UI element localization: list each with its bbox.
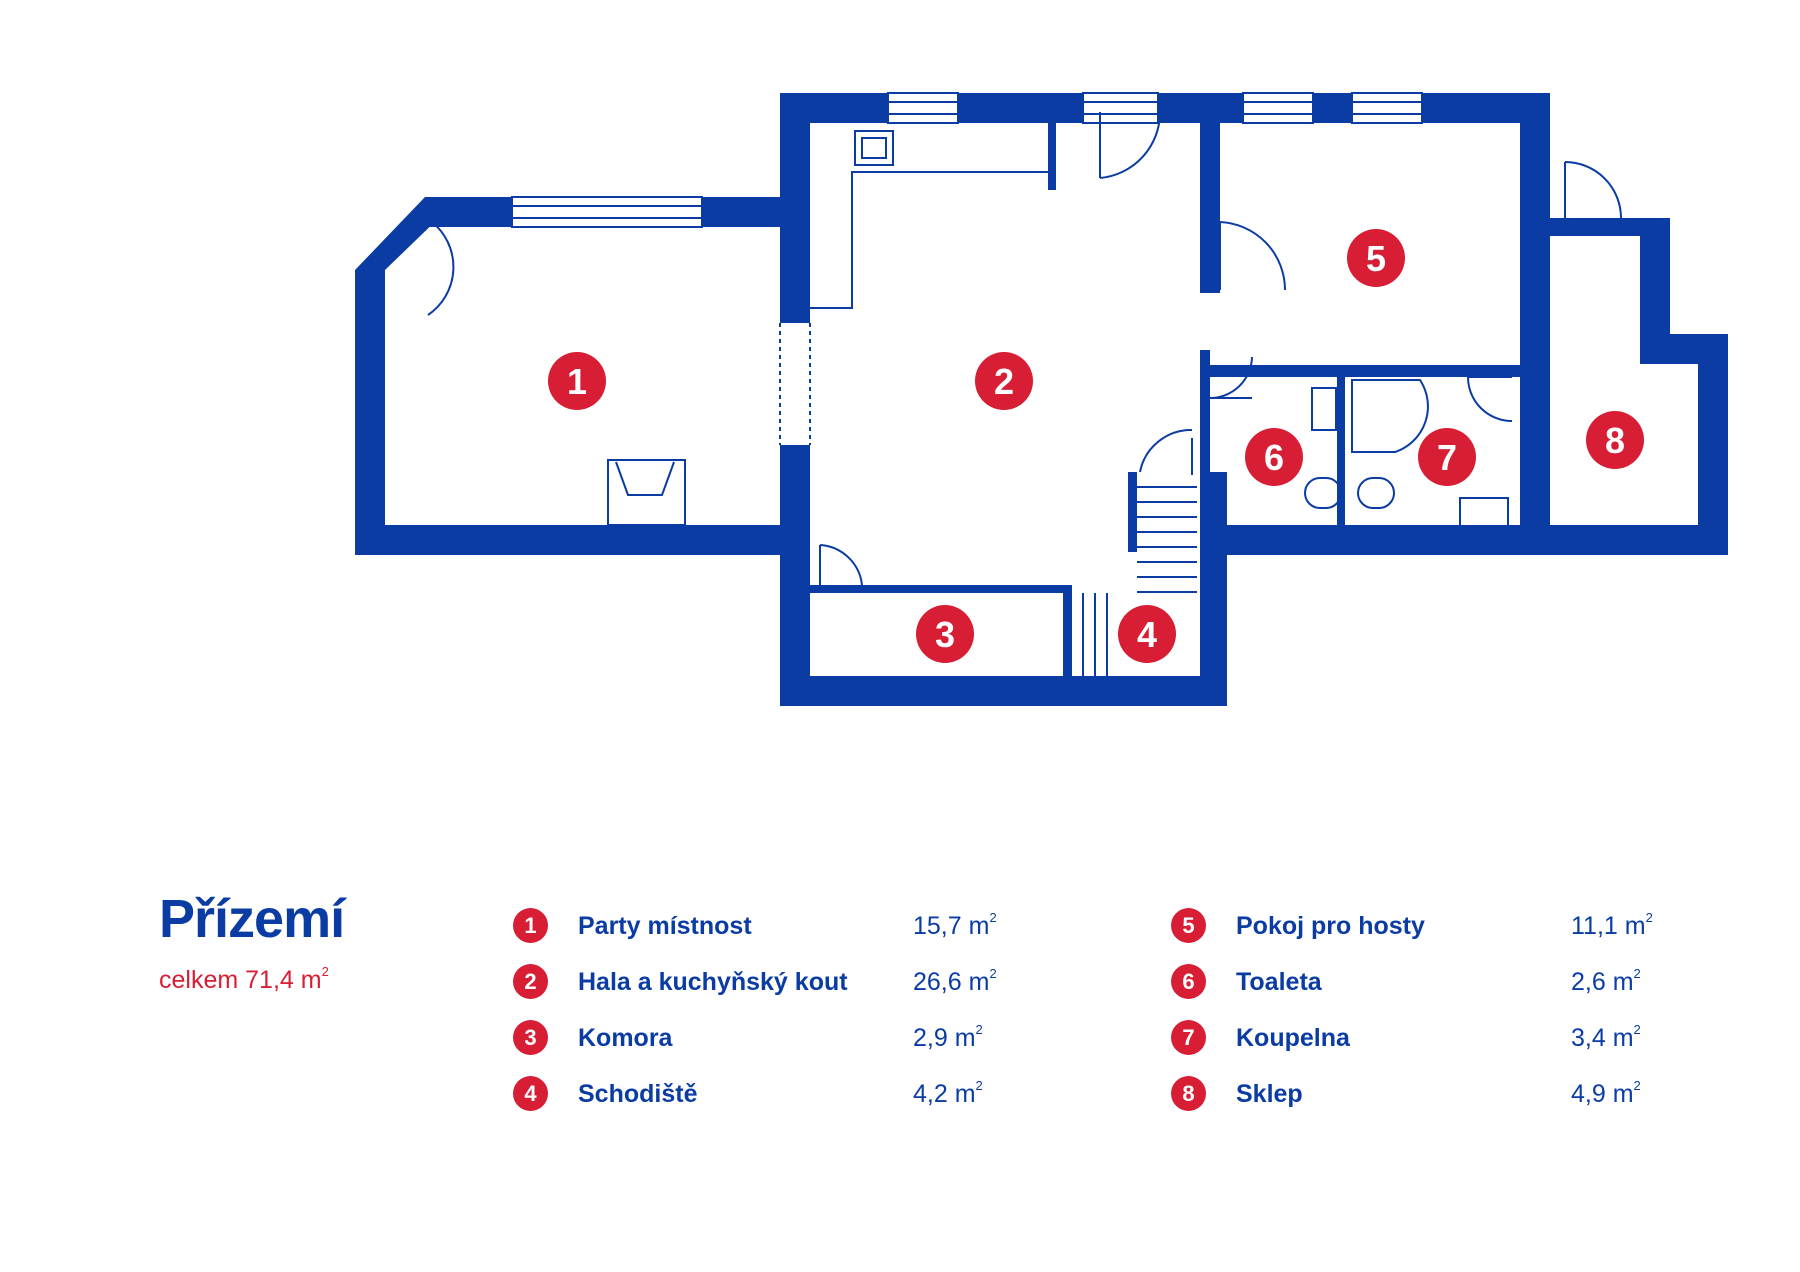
room-marker-7: 7 (1418, 428, 1476, 486)
room-marker-6: 6 (1245, 428, 1303, 486)
room-area: 11,1 m2 (1571, 910, 1653, 940)
room-name: Hala a kuchyňský kout (578, 968, 848, 996)
legend-row: 3 Komora 2,9 m2 (513, 1016, 1193, 1056)
room-name: Komora (578, 1024, 673, 1052)
svg-text:2: 2 (994, 361, 1014, 402)
floor-total-area: celkem 71,4 m2 (159, 964, 329, 994)
svg-text:4: 4 (1137, 614, 1157, 655)
room-number-badge: 6 (1171, 964, 1206, 999)
floor-plan: 1 2 3 4 5 6 7 8 (355, 92, 1728, 706)
svg-text:3: 3 (935, 614, 955, 655)
svg-text:6: 6 (1264, 437, 1284, 478)
legend-row: 8 Sklep 4,9 m2 (1171, 1072, 1731, 1112)
walls (355, 93, 1728, 706)
room-number-badge: 4 (513, 1076, 548, 1111)
room-number-badge: 1 (513, 908, 548, 943)
legend-row: 4 Schodiště 4,2 m2 (513, 1072, 1193, 1112)
room-name: Party místnost (578, 912, 752, 940)
interior-lines (389, 92, 1622, 676)
room-marker-4: 4 (1118, 605, 1176, 663)
room-number-badge: 3 (513, 1020, 548, 1055)
room-name: Sklep (1236, 1080, 1303, 1108)
svg-text:7: 7 (1437, 437, 1457, 478)
room-number-badge: 5 (1171, 908, 1206, 943)
room-number-badge: 7 (1171, 1020, 1206, 1055)
room-area: 4,2 m2 (913, 1078, 983, 1108)
floor-title: Přízemí (159, 889, 345, 949)
room-marker-1: 1 (548, 352, 606, 410)
room-number-badge: 8 (1171, 1076, 1206, 1111)
room-area: 26,6 m2 (913, 966, 997, 996)
room-name: Pokoj pro hosty (1236, 912, 1425, 940)
svg-text:8: 8 (1605, 420, 1625, 461)
legend-row: 6 Toaleta 2,6 m2 (1171, 960, 1731, 1000)
room-marker-8: 8 (1586, 411, 1644, 469)
room-number-badge: 2 (513, 964, 548, 999)
room-area: 2,9 m2 (913, 1022, 983, 1052)
room-marker-3: 3 (916, 605, 974, 663)
legend-row: 1 Party místnost 15,7 m2 (513, 904, 1193, 944)
svg-text:5: 5 (1366, 238, 1386, 279)
room-name: Toaleta (1236, 968, 1322, 996)
room-area: 2,6 m2 (1571, 966, 1641, 996)
legend-row: 2 Hala a kuchyňský kout 26,6 m2 (513, 960, 1193, 1000)
room-markers: 1 2 3 4 5 6 7 8 (548, 229, 1644, 663)
room-area: 4,9 m2 (1571, 1078, 1641, 1108)
room-name: Schodiště (578, 1080, 698, 1108)
room-area: 3,4 m2 (1571, 1022, 1641, 1052)
room-name: Koupelna (1236, 1024, 1350, 1052)
legend-row: 5 Pokoj pro hosty 11,1 m2 (1171, 904, 1731, 944)
legend-row: 7 Koupelna 3,4 m2 (1171, 1016, 1731, 1056)
room-marker-2: 2 (975, 352, 1033, 410)
room-marker-5: 5 (1347, 229, 1405, 287)
room-area: 15,7 m2 (913, 910, 997, 940)
svg-text:1: 1 (567, 361, 587, 402)
